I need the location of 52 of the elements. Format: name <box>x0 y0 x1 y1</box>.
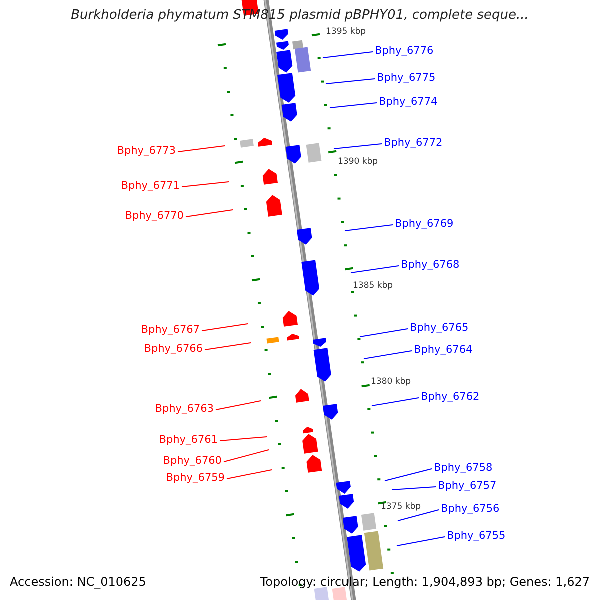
gene-label: Bphy_6772 <box>384 136 443 150</box>
leader-line <box>330 102 378 108</box>
gene-label: Bphy_6764 <box>414 343 473 357</box>
leader-line <box>178 146 226 152</box>
leader-line <box>216 400 262 410</box>
leader-line <box>344 224 394 232</box>
gene-label: Bphy_6765 <box>410 321 469 335</box>
footer-text: Topology: circular; Length: 1,904,893 bp; Genes: 1,627 <box>260 575 590 590</box>
leader-line <box>226 470 272 480</box>
gene-label: Bphy_6756 <box>441 502 500 516</box>
leader-line <box>392 486 436 490</box>
footer-text: Accession: NC_010625 <box>10 575 146 590</box>
gene-label: Bphy_6776 <box>375 44 434 58</box>
leader-line <box>360 328 408 338</box>
leader-line <box>326 78 376 84</box>
leader-line <box>204 342 252 350</box>
map-title: Burkholderia phymatum STM815 plasmid pBPHY01, complete seque... <box>70 8 530 24</box>
leader-line <box>398 510 440 522</box>
gene-label: Bphy_6757 <box>438 479 497 493</box>
scale-label: 1395 kbp <box>326 26 366 38</box>
gene-label: Bphy_6775 <box>377 71 436 85</box>
gene-label: Bphy_6761 <box>159 433 218 447</box>
leader-line <box>396 536 446 546</box>
gene-label: Bphy_6759 <box>166 471 225 485</box>
gene-label: Bphy_6773 <box>117 144 176 158</box>
gene-label: Bphy_6767 <box>141 323 200 337</box>
gene-label: Bphy_6755 <box>447 529 506 543</box>
leader-line <box>350 266 400 274</box>
gene-label: Bphy_6774 <box>379 95 438 109</box>
leader-line <box>364 350 412 360</box>
gene-label: Bphy_6758 <box>434 461 493 475</box>
leader-line <box>220 436 268 442</box>
gene-label: Bphy_6770 <box>125 209 184 223</box>
gene-label: Bphy_6771 <box>121 179 180 193</box>
scale-label: 1390 kbp <box>338 156 378 168</box>
leader-line <box>372 398 420 406</box>
leader-line <box>224 450 270 462</box>
leader-line <box>384 468 432 482</box>
leader-line <box>182 182 230 188</box>
gene-label: Bphy_6768 <box>401 258 460 272</box>
gene-label: Bphy_6766 <box>144 342 203 356</box>
scale-label: 1380 kbp <box>371 376 412 388</box>
gene-label: Bphy_6760 <box>163 454 222 468</box>
scale-label: 1385 kbp <box>353 280 394 292</box>
scale-label: 1375 kbp <box>381 501 422 513</box>
leader-line <box>322 52 374 58</box>
leader-line <box>334 144 382 150</box>
gene-label: Bphy_6769 <box>395 217 454 231</box>
gene-label: Bphy_6762 <box>421 390 480 404</box>
leader-line <box>186 210 234 218</box>
gene-label: Bphy_6763 <box>155 402 214 416</box>
leader-line <box>202 324 248 332</box>
